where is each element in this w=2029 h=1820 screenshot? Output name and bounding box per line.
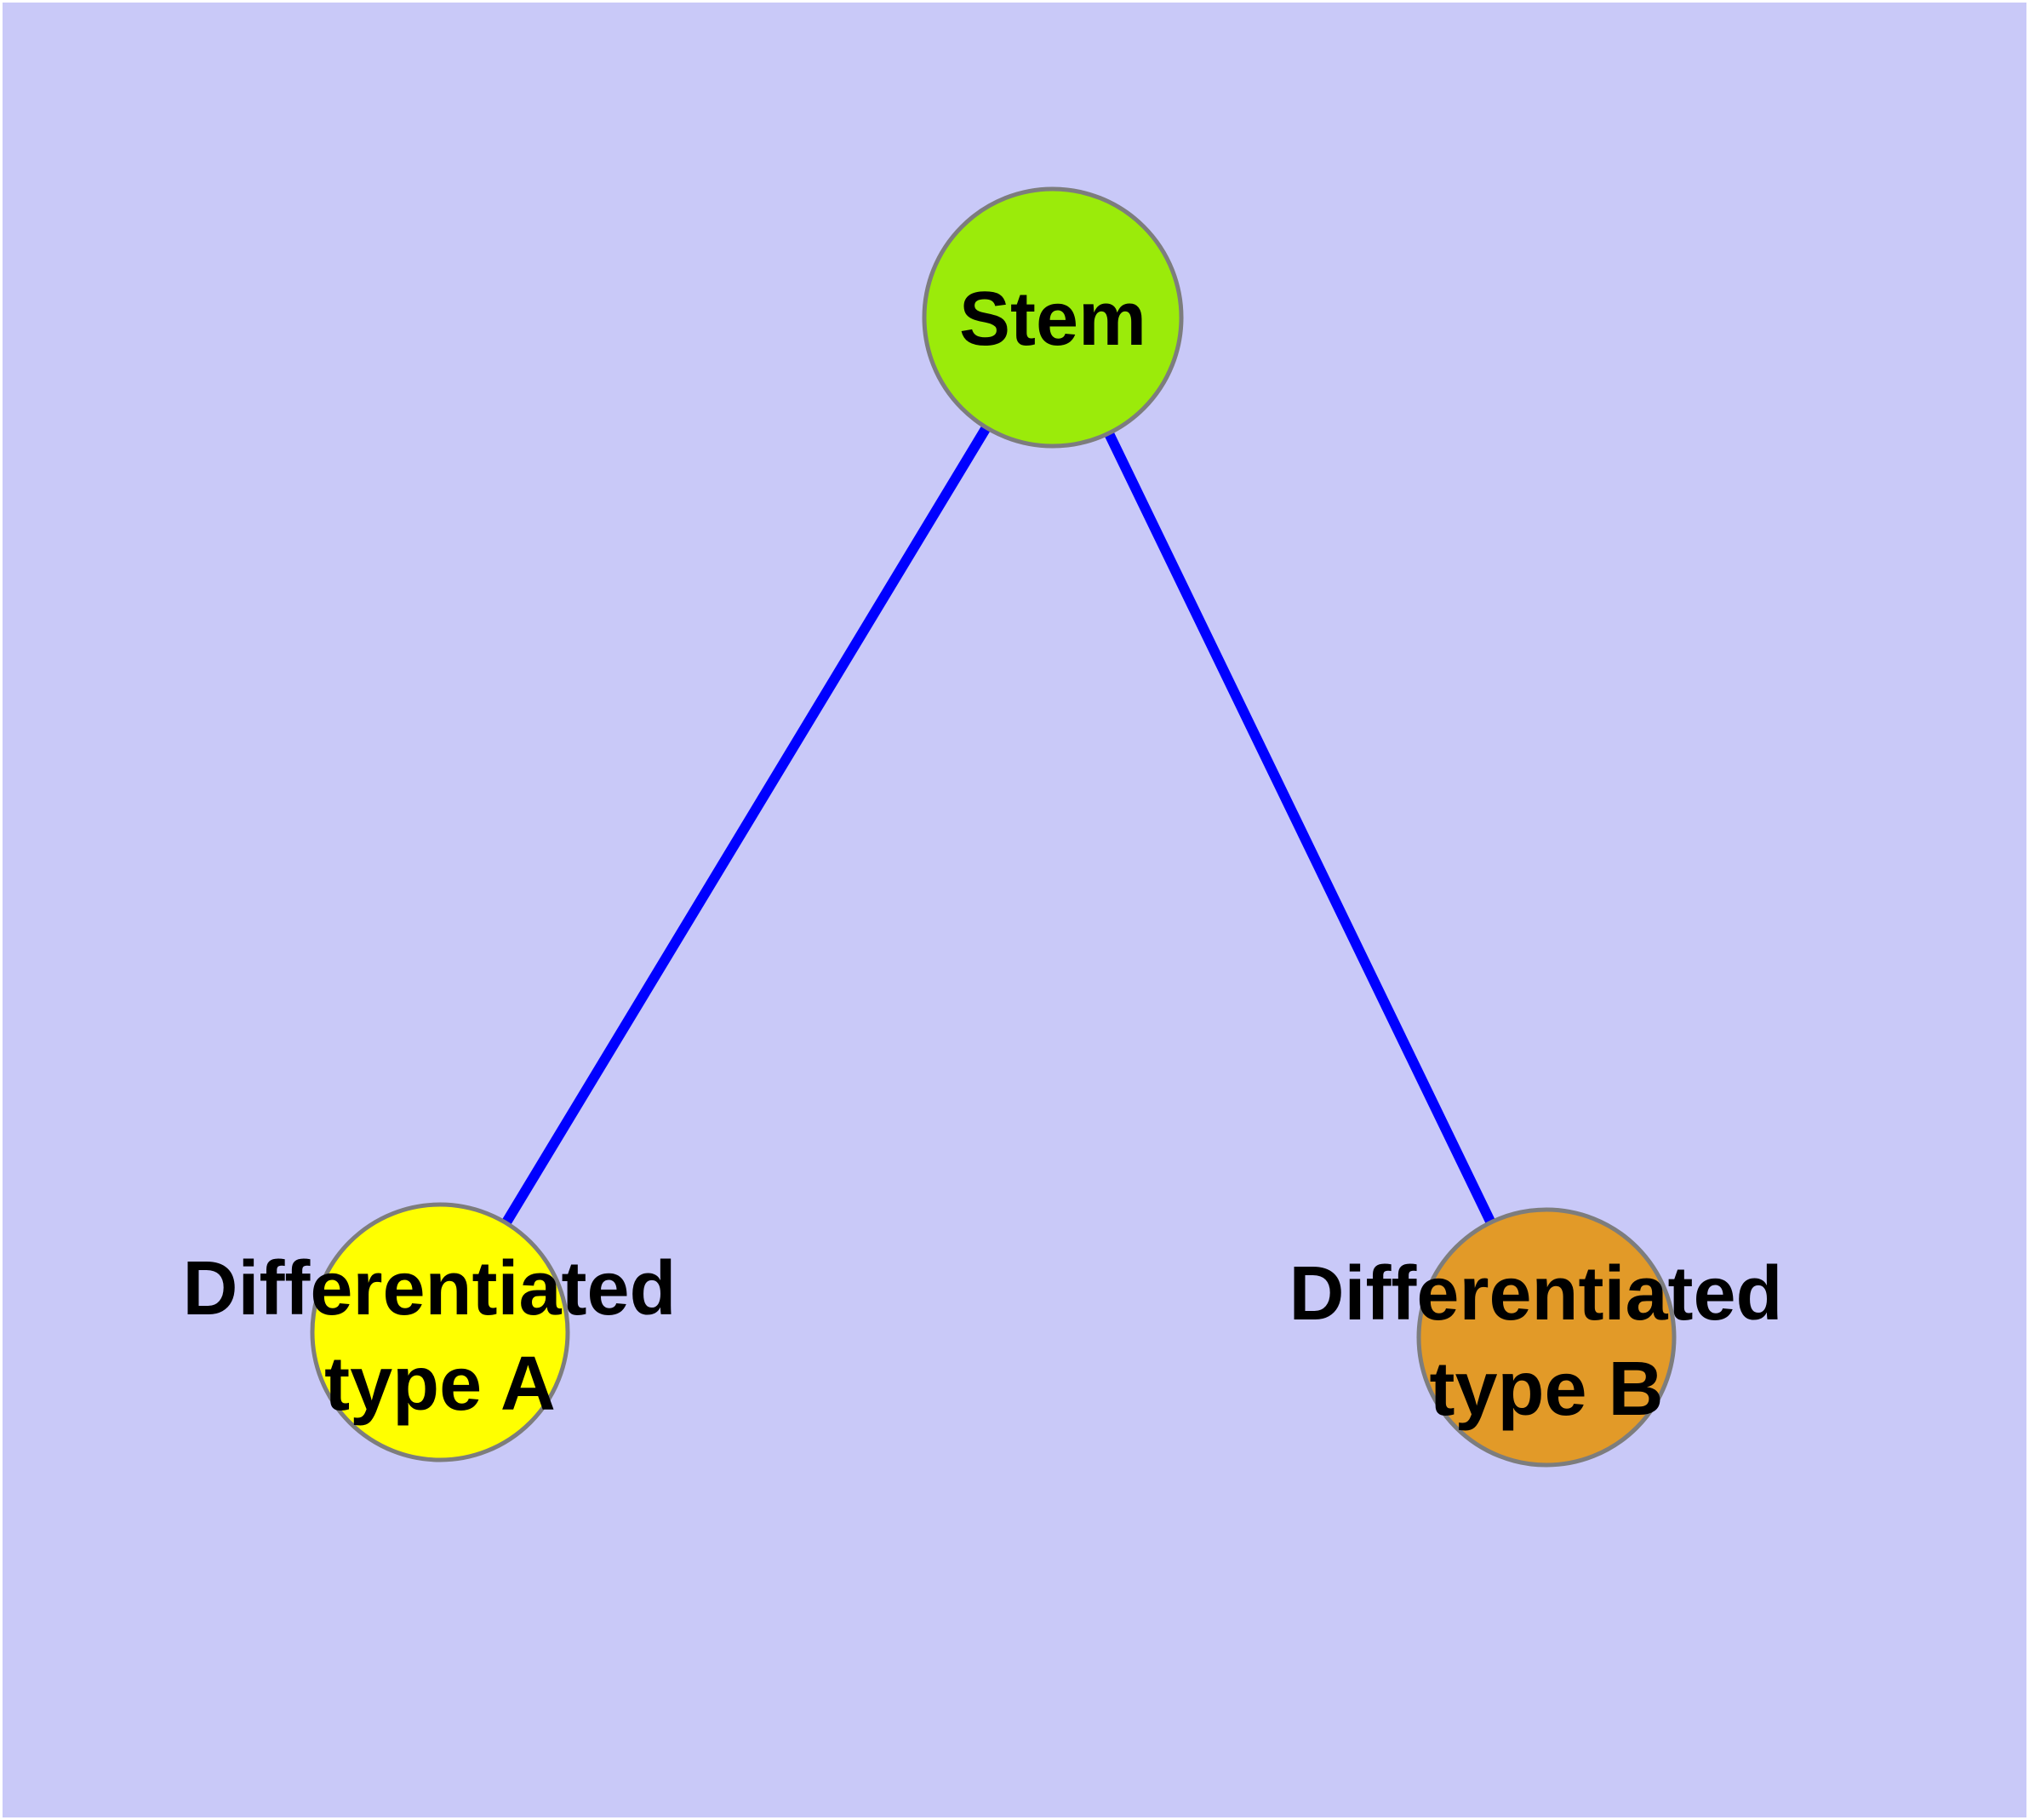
node-type-a-label-line2: type A xyxy=(324,1342,556,1427)
node-stem-label: Stem xyxy=(959,277,1146,362)
node-type-b-label-line2: type B xyxy=(1429,1347,1663,1432)
node-type-a-label-line1: Differentiated xyxy=(182,1246,676,1331)
node-type-b-label: Differentiated type B xyxy=(1289,1251,1803,1432)
node-type-b-label-line1: Differentiated xyxy=(1289,1251,1782,1336)
node-type-a-label: Differentiated type A xyxy=(182,1246,697,1427)
edge-stem-to-type-a xyxy=(435,314,1058,1336)
edge-stem-to-type-b xyxy=(1048,315,1552,1340)
node-differentiated-type-a xyxy=(310,1202,570,1462)
node-differentiated-type-b xyxy=(1416,1207,1677,1468)
node-stem xyxy=(922,186,1184,449)
